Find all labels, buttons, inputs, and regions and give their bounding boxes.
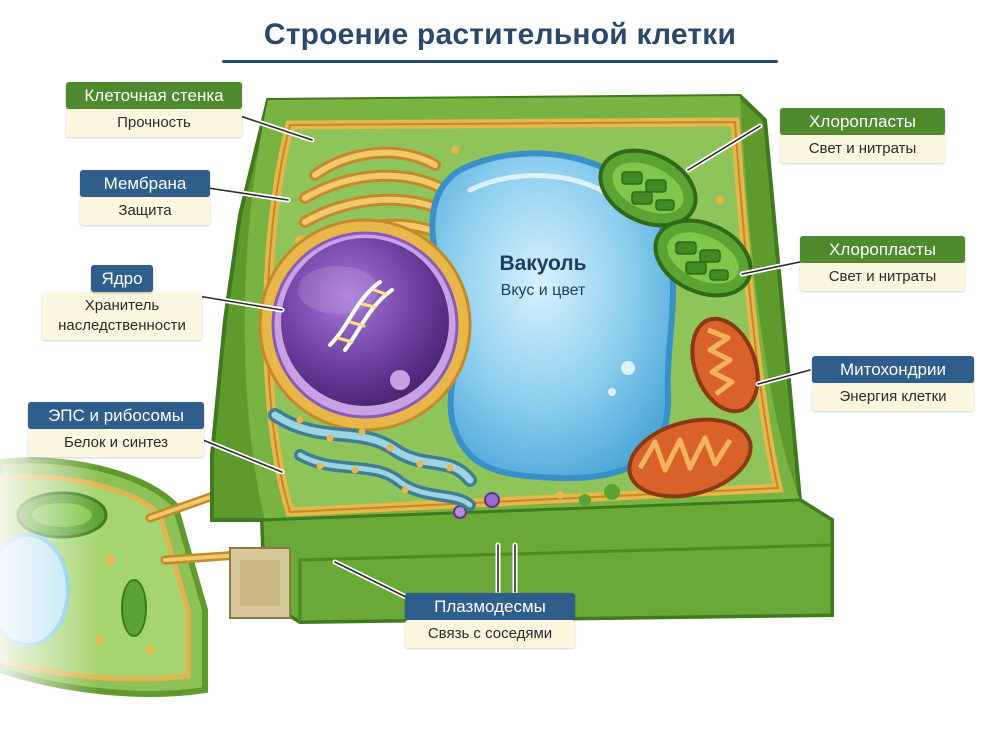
vacuole-desc: Вкус и цвет: [500, 282, 586, 299]
label-plasmodesmata-desc: Связь с соседями: [405, 620, 575, 648]
vacuole-label: Вакуоль Вкус и цвет: [468, 252, 618, 300]
label-cell-wall: Клеточная стенка Прочность: [66, 82, 242, 137]
title-underline: [222, 60, 778, 63]
label-nucleus-desc-line2: наследственности: [58, 317, 186, 334]
ribosomes: [296, 416, 454, 494]
label-chloroplasts-upper-name: Хлоропласты: [780, 108, 945, 135]
label-er-ribosomes-desc: Белок и синтез: [28, 429, 204, 457]
label-er-ribosomes-name: ЭПС и рибосомы: [28, 402, 204, 429]
label-membrane: Мембрана Защита: [80, 170, 210, 225]
label-nucleus-desc-line1: Хранитель: [84, 297, 160, 314]
label-cell-wall-desc: Прочность: [66, 109, 242, 137]
label-chloroplasts-upper-desc: Свет и нитраты: [780, 135, 945, 163]
dna-helix-icon: [328, 280, 394, 352]
mitochondrion-lower: [627, 417, 753, 499]
chloroplast-lower: [653, 218, 753, 298]
label-mitochondria-name: Митохондрии: [812, 356, 974, 383]
chloroplast-upper: [598, 148, 698, 228]
label-mitochondria: Митохондрии Энергия клетки: [812, 356, 974, 411]
label-nucleus: Ядро Хранитель наследственности: [42, 265, 202, 340]
label-chloroplasts-upper: Хлоропласты Свет и нитраты: [780, 108, 945, 163]
label-plasmodesmata-name: Плазмодесмы: [405, 593, 575, 620]
label-chloroplasts-lower-desc: Свет и нитраты: [800, 263, 965, 291]
vacuole-name: Вакуоль: [499, 252, 587, 275]
label-mitochondria-desc: Энергия клетки: [812, 383, 974, 411]
label-er-ribosomes: ЭПС и рибосомы Белок и синтез: [28, 402, 204, 457]
label-nucleus-desc: Хранитель наследственности: [42, 292, 202, 340]
label-chloroplasts-lower-name: Хлоропласты: [800, 236, 965, 263]
label-nucleus-name: Ядро: [91, 265, 153, 292]
label-plasmodesmata: Плазмодесмы Связь с соседями: [405, 593, 575, 648]
label-membrane-name: Мембрана: [80, 170, 210, 197]
page-title: Строение растительной клетки: [263, 18, 737, 51]
mitochondrion-upper: [690, 316, 760, 414]
label-chloroplasts-lower: Хлоропласты Свет и нитраты: [800, 236, 965, 291]
label-cell-wall-name: Клеточная стенка: [66, 82, 242, 109]
label-membrane-desc: Защита: [80, 197, 210, 225]
